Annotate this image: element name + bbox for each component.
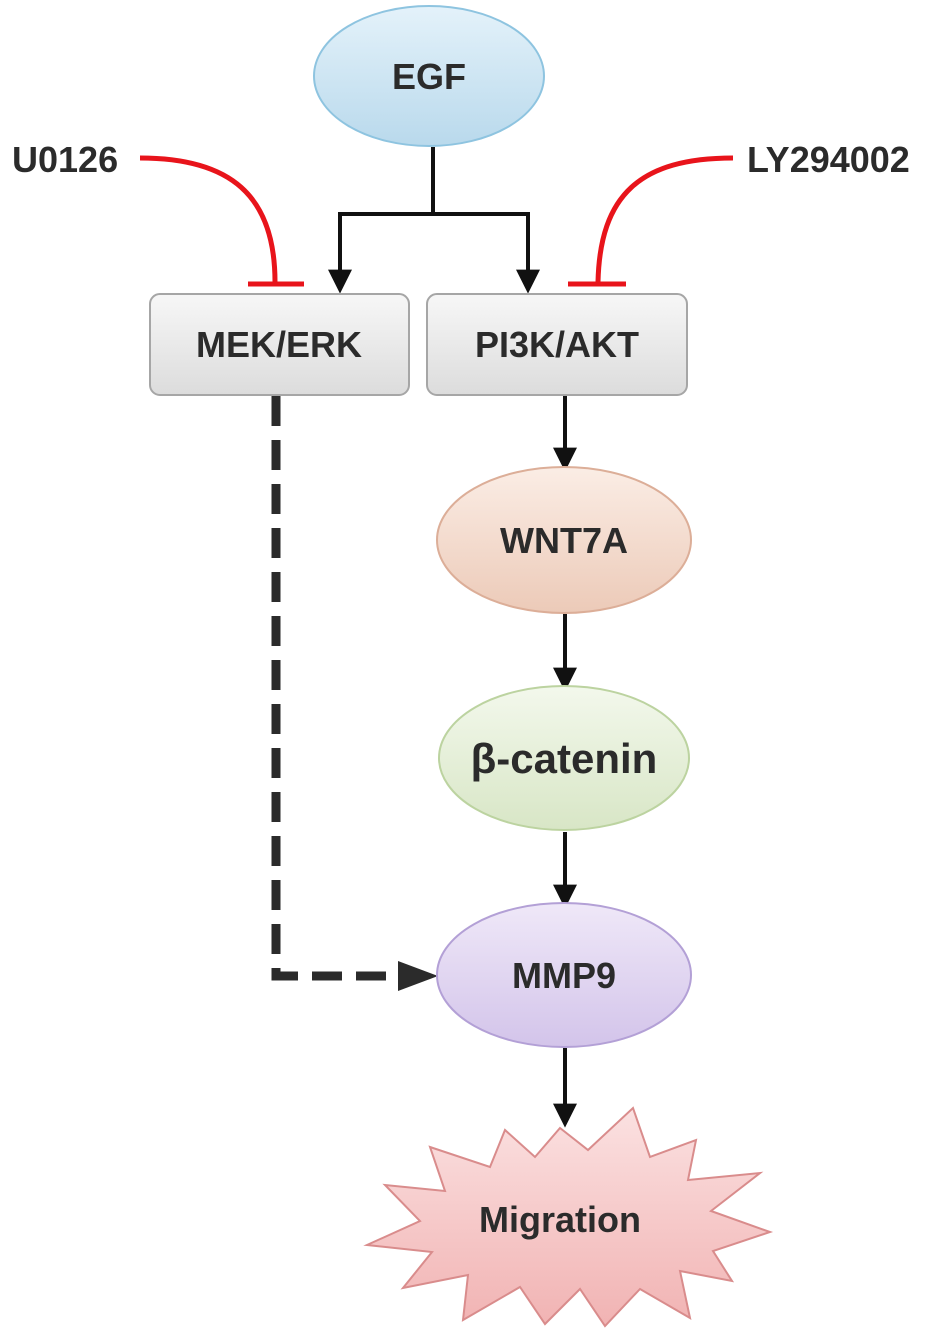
node-label-beta-catenin: β-catenin xyxy=(471,735,658,782)
node-label-mek-erk: MEK/ERK xyxy=(196,324,362,365)
node-label-pi3k-akt: PI3K/AKT xyxy=(475,324,639,365)
node-egf: EGF xyxy=(313,5,545,147)
arrowhead-mmp9 xyxy=(398,961,438,991)
node-label-egf: EGF xyxy=(392,56,466,97)
node-pi3k-akt: PI3K/AKT xyxy=(426,293,688,396)
node-mmp9: MMP9 xyxy=(436,902,692,1048)
edge-u0126-inhibits-mek-erk xyxy=(139,155,278,283)
edge-ly294002-inhibits-pi3k-akt xyxy=(595,155,734,283)
node-mek-erk: MEK/ERK xyxy=(149,293,410,396)
indirect-edges xyxy=(271,396,438,991)
node-label-wnt7a: WNT7A xyxy=(500,520,628,561)
edge-mek-erk-to-mmp9-dashed xyxy=(271,396,400,981)
node-migration: Migration xyxy=(363,1106,774,1328)
node-label-mmp9: MMP9 xyxy=(512,955,616,996)
inhibitor-label-u0126: U0126 xyxy=(12,139,118,180)
inhibition-edges xyxy=(139,155,734,287)
edge-egf-to-pi3k-akt xyxy=(433,212,540,294)
starburst-shape xyxy=(363,1106,774,1328)
activation-edges xyxy=(328,147,577,1128)
node-label-migration: Migration xyxy=(479,1199,641,1240)
inhibitor-label-ly294002: LY294002 xyxy=(747,139,910,180)
node-beta-catenin: β-catenin xyxy=(438,685,690,831)
node-wnt7a: WNT7A xyxy=(436,466,692,614)
edge-egf-to-mek-erk xyxy=(328,212,433,294)
